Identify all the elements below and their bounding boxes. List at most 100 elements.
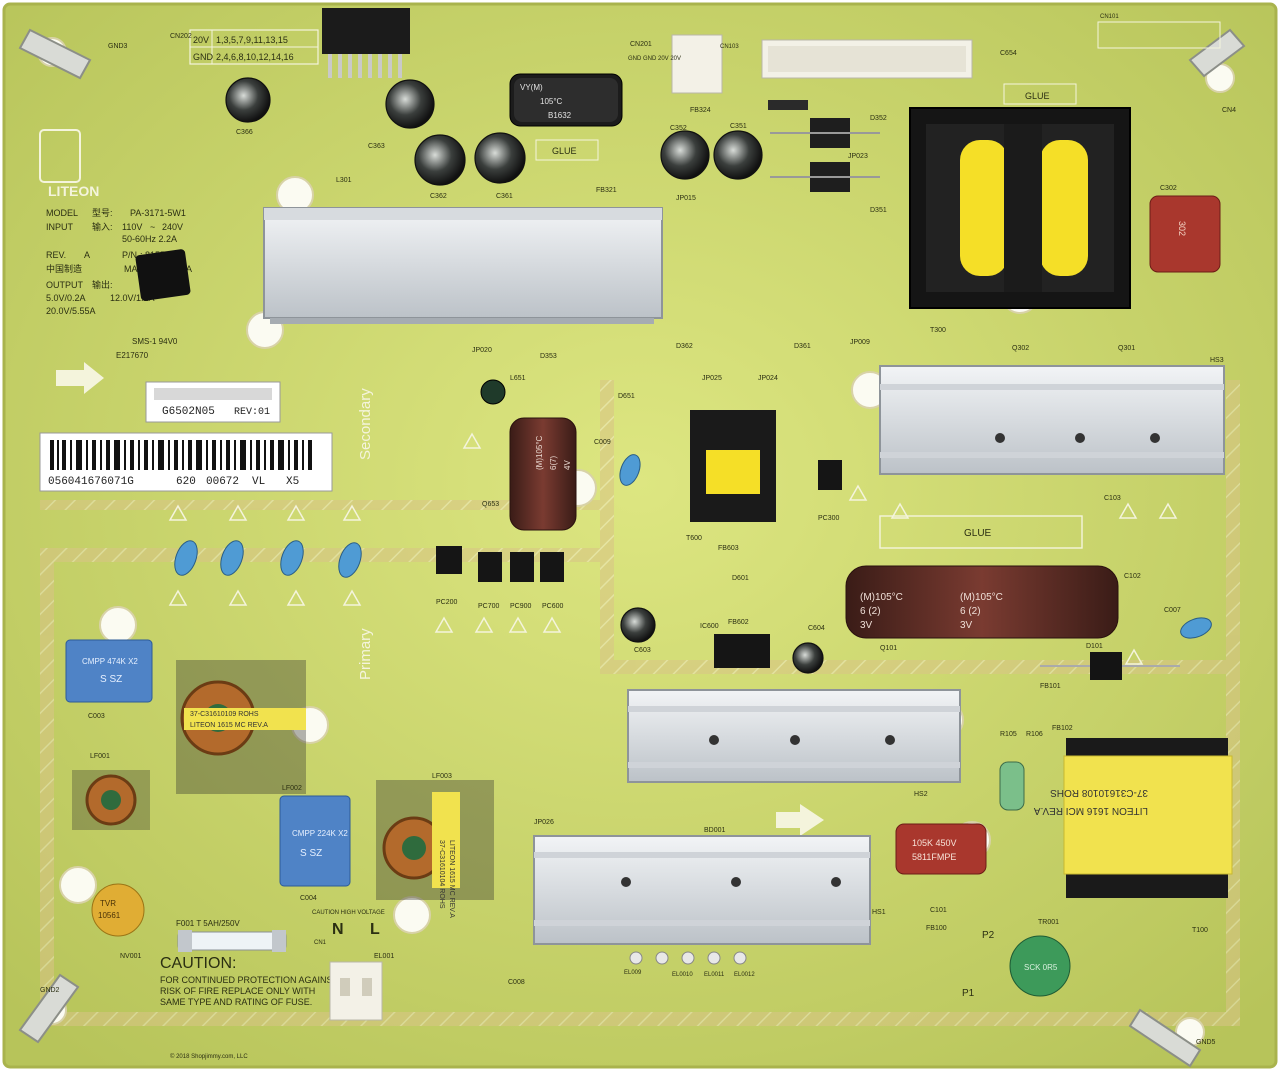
- neutral-label: N: [332, 921, 344, 938]
- jp025-label: JP025: [702, 375, 722, 382]
- fb101-label: FB101: [1040, 683, 1061, 690]
- r105-label: R105: [1000, 731, 1017, 738]
- big-cap-a-line2: 6 (2): [860, 606, 881, 617]
- part-sticker: G6502N05 REV:01: [145, 381, 281, 423]
- jp024-label: JP024: [758, 375, 778, 382]
- vy-cap-line2: 105°C: [540, 97, 563, 106]
- hs2-label: HS2: [914, 791, 928, 798]
- caution-line-1: FOR CONTINUED PROTECTION AGAINST: [160, 975, 339, 985]
- c366-label: C366: [236, 129, 253, 136]
- el0012-label: EL0012: [734, 972, 755, 978]
- c007-label: C007: [1164, 607, 1181, 614]
- lf003-label-line1: 37-C31610104 ROHS: [438, 840, 445, 909]
- serial-sticker: 056041676071G 620 00672 VL X5: [39, 432, 333, 492]
- choke-lf003: 37-C31610104 ROHS LITEON 1615 MC REV.A L…: [376, 773, 494, 918]
- c302-marking: 302: [1177, 221, 1187, 236]
- cn103-label: CN103: [720, 44, 739, 50]
- heatsink-hs3: HS3 Q302 Q301: [879, 345, 1225, 475]
- red-capacitor-c302: 302 C302: [1149, 185, 1221, 273]
- c004-label: C004: [300, 895, 317, 902]
- input-v1: 110V: [122, 222, 142, 232]
- red-cap-line1: 105K 450V: [912, 838, 957, 848]
- cn202-row1-pins: 1,3,5,7,9,11,13,15: [216, 35, 288, 45]
- fb603-label: FB603: [718, 545, 739, 552]
- thermistor-marking: SCK 0R5: [1024, 963, 1058, 972]
- t600-label: T600: [686, 535, 702, 542]
- input-freq: 50-60Hz 2.2A: [122, 234, 177, 244]
- fb321-label: FB321: [596, 187, 617, 194]
- c102-label: C102: [1124, 573, 1141, 580]
- pc200-label: PC200: [436, 599, 458, 606]
- liteon-branding: LITEON MODEL 型号: PA-3171-5W1 INPUT 输入: 1…: [39, 129, 192, 360]
- pc600-label: PC600: [542, 603, 564, 610]
- glue-box-top: GLUE C654: [1000, 50, 1077, 105]
- gnd5-label: GND5: [1196, 1039, 1216, 1046]
- choke-lf001: LF001: [72, 753, 150, 830]
- jp026-label: JP026: [534, 819, 554, 826]
- blue-y-caps: [174, 454, 1212, 639]
- jp020-label: JP020: [472, 347, 492, 354]
- bd001-label: BD001: [704, 827, 726, 834]
- q301-label: Q301: [1118, 345, 1135, 352]
- input-label-cn: 输入:: [92, 221, 113, 232]
- vy-cap-line1: VY(M): [520, 83, 543, 92]
- sticker-s3: 00672: [206, 476, 239, 488]
- cn1-label: CN1: [314, 940, 327, 946]
- output-label: OUTPUT: [46, 280, 84, 290]
- cert-number: E217670: [116, 351, 149, 360]
- arrow-right-icon-2: [776, 804, 824, 836]
- fb102-label: FB102: [1052, 725, 1073, 732]
- transformer-t600: T600: [686, 410, 776, 542]
- live-label: L: [370, 921, 380, 938]
- el0011-label: EL0011: [704, 972, 725, 978]
- gnd2-label: GND2: [40, 987, 60, 994]
- el001-label: EL001: [374, 953, 394, 960]
- lf002-label: LF002: [282, 785, 302, 792]
- pc700-label: PC700: [478, 603, 500, 610]
- varistor-tvr: TVR 10561 NV001: [91, 883, 145, 960]
- gnd3-label: GND3: [108, 43, 128, 50]
- x-capacitor-c004: CMPP 224K X2 S SZ C004: [279, 795, 351, 902]
- d601-label: D601: [732, 575, 749, 582]
- c003-label: C003: [88, 713, 105, 720]
- sticker-rev: REV:01: [234, 407, 270, 418]
- transformer-t300: T300: [909, 107, 1131, 334]
- warning-triangle-icons: [168, 432, 1178, 665]
- jp023-label: JP023: [848, 153, 868, 160]
- big-cap-b-line1: (M)105°C: [960, 592, 1003, 603]
- d361-label: D361: [794, 343, 811, 350]
- rev-value: A: [84, 250, 90, 260]
- c103-label: C103: [1104, 495, 1121, 502]
- cn202-row2-label: GND: [193, 52, 214, 62]
- glue-box-mid: GLUE: [879, 515, 1083, 549]
- d101-label: D101: [1086, 643, 1103, 650]
- jp009-label: JP009: [850, 339, 870, 346]
- vy-cap-line3: B1632: [548, 111, 572, 120]
- t100-label-line2: LITEON 1616 MCI REV.A: [1034, 805, 1148, 816]
- cn101-pin-legend: CN101: [1097, 14, 1221, 49]
- lf003-label-line2: LITEON 1615 MC REV.A: [448, 840, 455, 918]
- lf002-label-line2: LITEON 1615 MC REV.A: [190, 722, 268, 729]
- sticker-part: G6502N05: [162, 406, 215, 418]
- c363-label: C363: [368, 143, 385, 150]
- lf003-label: LF003: [432, 773, 452, 780]
- xcap1-line2: S SZ: [100, 674, 122, 685]
- cert-label: SMS-1 94V0: [132, 337, 178, 346]
- cn202-label: CN202: [170, 33, 192, 40]
- tr001-label: TR001: [1038, 919, 1059, 926]
- secondary-label: Secondary: [357, 388, 374, 460]
- fb602-label: FB602: [728, 619, 749, 626]
- output-2: 12.0V/1.1A: [110, 293, 155, 303]
- primary-label: Primary: [357, 628, 374, 680]
- cn201-label: CN201: [630, 41, 652, 48]
- ground-lugs: [18, 28, 1246, 1068]
- q653-label: Q653: [482, 501, 499, 508]
- tvr-line2: 10561: [98, 911, 121, 920]
- ic600-label: IC600: [700, 623, 719, 630]
- p1-label: P1: [962, 988, 975, 999]
- c362-label: C362: [430, 193, 447, 200]
- made-cn: 中国制造: [46, 263, 82, 274]
- heatsink-hs2: HS2: [627, 689, 961, 798]
- el009-label: EL009: [624, 970, 642, 976]
